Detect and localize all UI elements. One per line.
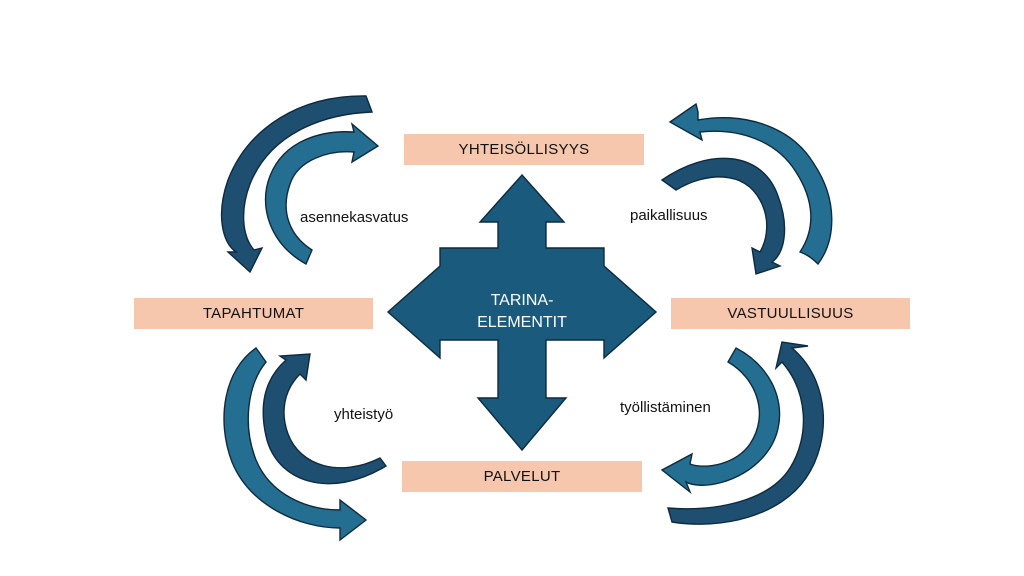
box-top: YHTEISÖLLISYYS <box>404 134 644 165</box>
box-right: VASTUULLISUUS <box>671 298 910 329</box>
center-four-way-arrow-icon <box>386 173 658 452</box>
curved-arrow-outer-icon <box>668 102 833 266</box>
center-title: TARINA- ELEMENTIT <box>452 290 592 334</box>
box-left: TAPAHTUMAT <box>134 298 373 329</box>
curved-arrow-top-left <box>220 95 380 274</box>
curved-arrow-outer-icon <box>660 347 781 495</box>
link-label-top-right: paikallisuus <box>630 207 708 224</box>
center-title-line1: TARINA- <box>490 292 554 309</box>
curved-arrow-inner-icon <box>660 157 786 275</box>
center-title-line2: ELEMENTIT <box>477 314 567 331</box>
box-bottom: PALVELUT <box>402 461 642 492</box>
curved-arrow-inner-icon <box>262 353 388 485</box>
curved-arrow-top-right <box>660 102 833 275</box>
link-label-bottom-right: työllistäminen <box>620 399 711 416</box>
curved-arrow-outer-icon <box>223 347 368 542</box>
curved-arrow-outer-icon <box>220 95 373 274</box>
curved-arrow-inner-icon <box>667 341 825 525</box>
link-label-top-left: asennekasvatus <box>300 209 409 226</box>
curved-arrow-bottom-left <box>223 347 388 542</box>
curved-arrow-inner-icon <box>264 122 380 265</box>
curved-arrow-bottom-right <box>660 341 825 525</box>
link-label-bottom-left: yhteistyö <box>334 406 394 423</box>
